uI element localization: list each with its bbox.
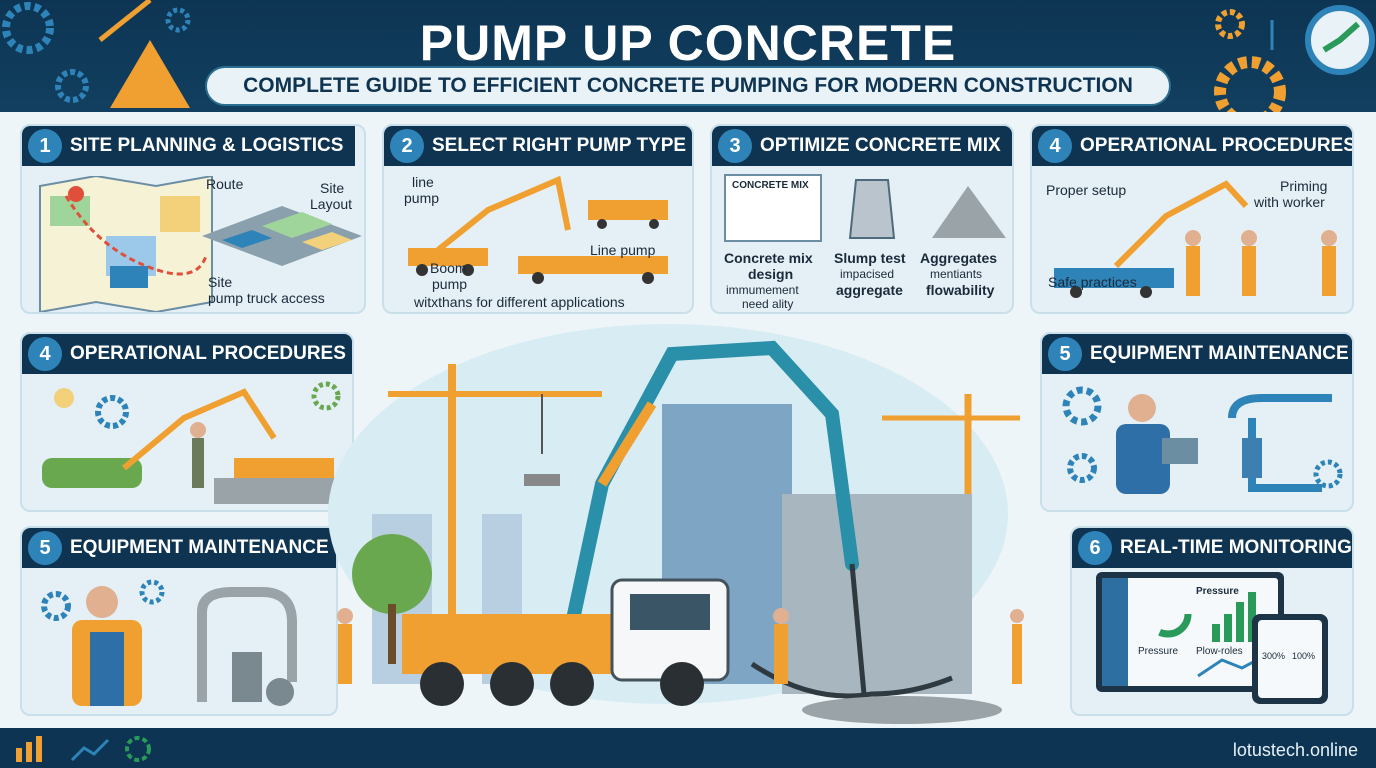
label-pump-truck-access: pump truck access bbox=[208, 290, 325, 306]
panel-title: REAL-TIME MONITORING bbox=[1120, 537, 1352, 558]
label-line: line bbox=[412, 174, 434, 190]
label-slump-test: Slump test bbox=[834, 250, 906, 266]
step-number: 5 bbox=[28, 531, 62, 565]
panel-title: SELECT RIGHT PUMP TYPE bbox=[432, 135, 687, 156]
monitor-chart-icon bbox=[1102, 578, 1273, 686]
pump-trucks-icon bbox=[408, 175, 668, 284]
panel-title: OPERATIONAL PROCEDURES bbox=[70, 343, 346, 364]
label-plow-roles: Plow-roles bbox=[1196, 646, 1243, 657]
footer-icons bbox=[16, 736, 151, 762]
panel-header-operational-top: 4 OPERATIONAL PROCEDURES bbox=[1032, 126, 1354, 166]
step-number: 5 bbox=[1048, 337, 1082, 371]
step-number: 3 bbox=[718, 129, 752, 163]
step-number: 2 bbox=[390, 129, 424, 163]
construction-scene-illustration bbox=[328, 324, 1024, 724]
operational-crew-icon bbox=[1054, 180, 1337, 298]
label-line-pump: Line pump bbox=[590, 242, 656, 258]
header-banner: PUMP UP CONCRETE COMPLETE GUIDE TO EFFIC… bbox=[0, 0, 1376, 112]
label-100-percent: 100% bbox=[1292, 651, 1316, 661]
label-boom-pump: pump bbox=[432, 276, 468, 292]
panel-header-monitoring: 6 REAL-TIME MONITORING bbox=[1072, 528, 1352, 568]
site-layout-icon bbox=[202, 206, 362, 266]
panel-site-planning: 1 SITE PLANNING & LOGISTICS Route Site L… bbox=[20, 124, 366, 314]
label-pressure-1: Pressure bbox=[1196, 586, 1239, 597]
label-concrete-mix: Concrete mix bbox=[724, 250, 813, 266]
label-with-worker: with worker bbox=[1254, 194, 1325, 210]
label-site: Site bbox=[320, 180, 345, 196]
slump-and-aggregate-icon bbox=[848, 179, 1006, 239]
label-pump: pump bbox=[404, 190, 440, 206]
page-title: PUMP UP CONCRETE bbox=[419, 15, 957, 71]
panel-select-pump: 2 SELECT RIGHT PUMP TYPE line pump Line … bbox=[382, 124, 694, 314]
label-route: Route bbox=[206, 176, 244, 192]
tablet-display bbox=[1258, 620, 1322, 698]
panel-concrete-mix: 3 OPTIMIZE CONCRETE MIX CONCRETE MIX Con… bbox=[710, 124, 1014, 314]
panel-maintenance-right: 5 EQUIPMENT MAINTENANCE bbox=[1040, 332, 1354, 512]
panel-maintenance-left: 5 EQUIPMENT MAINTENANCE bbox=[20, 526, 338, 716]
operational-truck-icon bbox=[42, 381, 350, 504]
label-priming: Priming bbox=[1280, 178, 1328, 194]
label-safe-practices: Safe practices bbox=[1048, 274, 1137, 290]
mix-sheet-title: CONCRETE MIX bbox=[732, 180, 809, 191]
page-subtitle: COMPLETE GUIDE TO EFFICIENT CONCRETE PUM… bbox=[243, 74, 1133, 97]
label-boom: Boom bbox=[430, 260, 467, 276]
panel-title: EQUIPMENT MAINTENANCE bbox=[70, 537, 329, 558]
label-flowability: flowability bbox=[926, 282, 995, 298]
label-proper-setup: Proper setup bbox=[1046, 182, 1127, 198]
step-number: 1 bbox=[28, 129, 62, 163]
step-number: 4 bbox=[1038, 129, 1072, 163]
label-impacised: impacised bbox=[840, 267, 895, 281]
label-design: design bbox=[748, 266, 794, 282]
panel-header-maintenance-left: 5 EQUIPMENT MAINTENANCE bbox=[22, 528, 336, 568]
label-aggregate: aggregate bbox=[836, 282, 903, 298]
panel-header-maintenance-right: 5 EQUIPMENT MAINTENANCE bbox=[1042, 334, 1352, 374]
panel-header-select-pump: 2 SELECT RIGHT PUMP TYPE bbox=[384, 126, 692, 166]
label-applications: witxthans for different applications bbox=[414, 294, 625, 310]
label-layout: Layout bbox=[310, 196, 353, 212]
label-site-2: Site bbox=[208, 274, 233, 290]
header-gear-icons bbox=[2, 0, 191, 108]
label-aggregates: Aggregates bbox=[920, 250, 998, 266]
panel-title: EQUIPMENT MAINTENANCE bbox=[1090, 343, 1349, 364]
panel-operational-left: 4 OPERATIONAL PROCEDURES bbox=[20, 332, 354, 512]
step-number: 4 bbox=[28, 337, 62, 371]
maintenance-pipes-icon bbox=[41, 579, 297, 706]
panel-operational-top: 4 OPERATIONAL PROCEDURES Proper setup Pr… bbox=[1030, 124, 1354, 314]
panel-title: OPERATIONAL PROCEDURES bbox=[1080, 135, 1354, 156]
footer-site-link[interactable]: lotustech.online bbox=[1232, 740, 1358, 760]
site-map-icon bbox=[39, 176, 213, 312]
header-right-gears-icon bbox=[1214, 5, 1375, 112]
maintenance-worker-icon bbox=[1062, 386, 1343, 494]
panel-header-concrete-mix: 3 OPTIMIZE CONCRETE MIX bbox=[712, 126, 1012, 166]
label-pressure-2: Pressure bbox=[1138, 646, 1179, 657]
panel-monitoring: 6 REAL-TIME MONITORING Pressure Pressure… bbox=[1070, 526, 1354, 716]
panel-header-operational-left: 4 OPERATIONAL PROCEDURES bbox=[22, 334, 352, 374]
panel-title: OPTIMIZE CONCRETE MIX bbox=[760, 135, 1001, 156]
panel-header-site-planning: 1 SITE PLANNING & LOGISTICS bbox=[22, 126, 356, 166]
step-number: 6 bbox=[1078, 531, 1112, 565]
panel-title: SITE PLANNING & LOGISTICS bbox=[70, 135, 344, 156]
label-immumement: immumement bbox=[726, 283, 799, 297]
label-need-ality: need ality bbox=[742, 297, 794, 311]
mix-sheet bbox=[724, 174, 822, 242]
label-300-percent: 300% bbox=[1262, 651, 1286, 661]
subtitle-bar bbox=[205, 66, 1171, 106]
label-mentiants: mentiants bbox=[930, 267, 983, 281]
footer-bar bbox=[0, 728, 1376, 768]
